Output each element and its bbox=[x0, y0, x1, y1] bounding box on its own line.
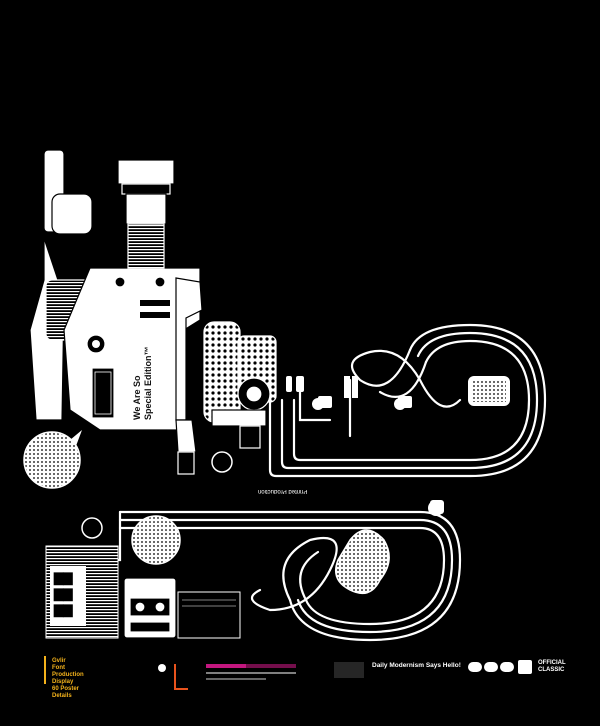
dotted-blob-bottom bbox=[335, 529, 390, 595]
speech-bubble-center bbox=[131, 515, 181, 565]
lens-hood bbox=[117, 159, 175, 185]
credits-line: Production bbox=[52, 672, 84, 678]
svg-text:▇▇: ▇▇ bbox=[53, 603, 73, 618]
connectors bbox=[286, 376, 444, 514]
cassette-tape bbox=[123, 577, 177, 639]
svg-text:▇▇: ▇▇ bbox=[53, 587, 73, 602]
logo-word: CLASSIC bbox=[538, 667, 565, 673]
footer-bars bbox=[44, 656, 364, 690]
dotted-blob-top bbox=[468, 376, 510, 406]
camera-title-line2: Special Edition™ bbox=[143, 346, 153, 420]
tape-deck bbox=[177, 591, 241, 639]
credits-line: Details bbox=[52, 693, 72, 699]
cables bbox=[58, 323, 547, 642]
footer-logo-right: OFFICIAL CLASSIC bbox=[538, 660, 566, 674]
footer-tagline: Daily Modernism Says Hello! bbox=[372, 662, 461, 669]
side-screen bbox=[91, 367, 115, 419]
footer-logo-blocks bbox=[158, 660, 532, 674]
credits-line: Display bbox=[52, 679, 74, 685]
camera-title-line1: We Are So bbox=[132, 375, 142, 420]
logo-word: OFFICIAL bbox=[538, 660, 566, 666]
camera-illustration bbox=[29, 149, 203, 475]
credits-line: Font bbox=[52, 665, 65, 671]
credits-line: 60 Poster bbox=[52, 686, 80, 692]
striped-block: ▇▇ ▇▇ ▇▇ bbox=[45, 545, 119, 639]
credits-line: Gvlir bbox=[52, 658, 66, 664]
camera-small-print: Printed Production bbox=[258, 488, 308, 494]
svg-text:▇▇: ▇▇ bbox=[53, 571, 73, 586]
camera-title: We Are So Special Edition™ bbox=[132, 346, 153, 420]
footer-credits: Gvlir Font Production Display 60 Poster … bbox=[52, 658, 84, 700]
camera-grip bbox=[175, 277, 203, 421]
small-camcorder bbox=[203, 321, 277, 449]
speech-bubble-left bbox=[23, 430, 82, 489]
